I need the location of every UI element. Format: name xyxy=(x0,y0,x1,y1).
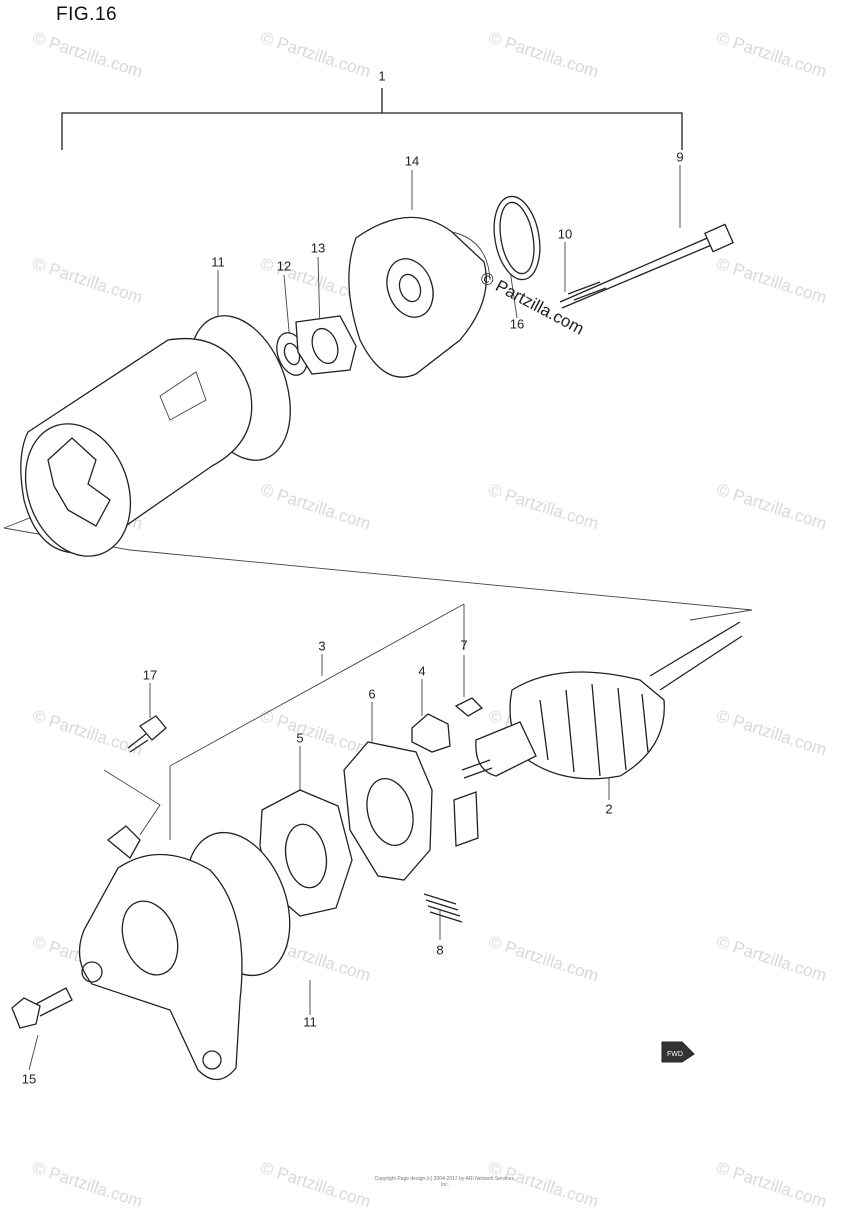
callout-11-upper: 11 xyxy=(211,254,225,270)
callout-10: 10 xyxy=(557,226,573,242)
fwd-label: FWD xyxy=(667,1051,683,1058)
callout-16: 16 xyxy=(509,316,525,332)
copyright-text: Copyright Page design (c) 2004-2017 by A… xyxy=(374,1176,516,1188)
through-bolt xyxy=(559,223,734,309)
explode-guide-lines xyxy=(3,505,753,840)
callout-17: 17 xyxy=(142,667,158,683)
callout-6: 6 xyxy=(368,686,376,702)
armature xyxy=(461,621,743,780)
callout-12: 12 xyxy=(276,258,292,274)
callout-9: 9 xyxy=(676,149,684,165)
spring xyxy=(423,893,463,923)
rear-cover xyxy=(348,216,491,378)
callout-8: 8 xyxy=(436,942,444,958)
forward-arrow-icon: FWD xyxy=(661,1041,695,1063)
callout-4: 4 xyxy=(418,663,426,679)
callout-13: 13 xyxy=(310,240,326,256)
o-ring xyxy=(493,195,541,281)
callout-3: 3 xyxy=(318,638,326,654)
callout-2: 2 xyxy=(605,801,613,817)
callout-1: 1 xyxy=(378,68,386,84)
brush-and-screw xyxy=(411,697,484,753)
callout-15: 15 xyxy=(21,1071,37,1087)
brush-holder xyxy=(343,741,479,881)
callout-14: 14 xyxy=(404,153,420,169)
callout-5: 5 xyxy=(296,730,304,746)
front-cover xyxy=(78,825,291,1081)
callout-11-lower: 11 xyxy=(303,1014,317,1030)
callout-7: 7 xyxy=(460,637,468,653)
bolts xyxy=(11,715,167,1029)
washer-and-plate xyxy=(276,315,357,376)
bracket-part-1 xyxy=(61,88,683,150)
figure-label: FIG.16 xyxy=(56,4,118,25)
motor-yoke xyxy=(20,315,291,557)
